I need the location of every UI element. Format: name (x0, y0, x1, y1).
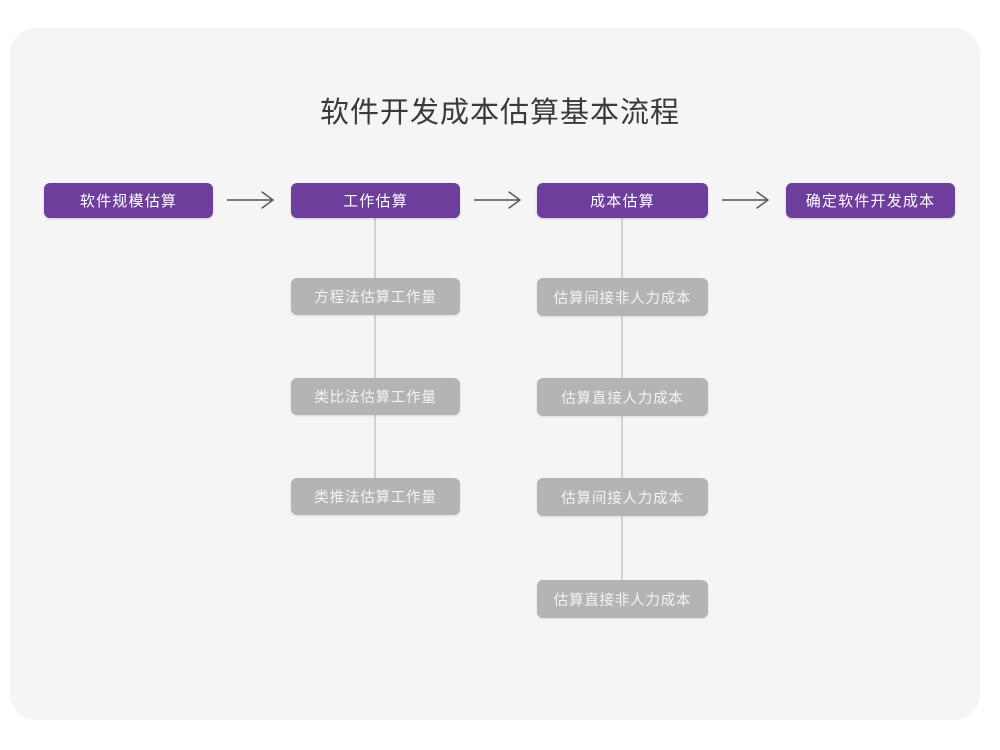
arrow-step-2-to-3-icon (473, 189, 525, 211)
connector-line-work (374, 217, 376, 499)
branch-item-label: 类比法估算工作量 (314, 390, 437, 406)
branch-item-label: 估算间接非人力成本 (553, 290, 692, 307)
flow-step-label: 确定软件开发成本 (805, 193, 936, 210)
flow-step-work-estimation[interactable]: 工作估算 (291, 183, 460, 218)
branch-work-item-equation-method[interactable]: 方程法估算工作量 (291, 278, 460, 315)
flow-step-label: 成本估算 (590, 193, 655, 210)
arrow-step-1-to-2-icon (226, 189, 278, 211)
branch-work-item-inference-method[interactable]: 类推法估算工作量 (291, 478, 460, 515)
flow-step-label: 软件规模估算 (79, 193, 178, 210)
flow-step-label: 工作估算 (343, 193, 408, 210)
card-background (10, 28, 980, 720)
flow-step-cost-estimation[interactable]: 成本估算 (537, 183, 708, 218)
flow-step-software-size-estimation[interactable]: 软件规模估算 (44, 183, 213, 218)
branch-item-label: 类推法估算工作量 (314, 490, 437, 506)
branch-cost-item-indirect-labor[interactable]: 估算间接人力成本 (537, 478, 708, 516)
branch-item-label: 估算直接非人力成本 (553, 592, 692, 609)
branch-cost-item-direct-labor[interactable]: 估算直接人力成本 (537, 378, 708, 416)
branch-work-item-analogy-method[interactable]: 类比法估算工作量 (291, 378, 460, 415)
arrow-step-3-to-4-icon (721, 189, 773, 211)
branch-cost-item-indirect-nonlabor[interactable]: 估算间接非人力成本 (537, 278, 708, 316)
branch-item-label: 方程法估算工作量 (314, 290, 437, 306)
flow-step-determine-development-cost[interactable]: 确定软件开发成本 (786, 183, 955, 218)
branch-item-label: 估算间接人力成本 (561, 490, 684, 507)
branch-cost-item-direct-nonlabor[interactable]: 估算直接非人力成本 (537, 580, 708, 618)
page-title: 软件开发成本估算基本流程 (319, 97, 680, 129)
branch-item-label: 估算直接人力成本 (561, 390, 684, 407)
